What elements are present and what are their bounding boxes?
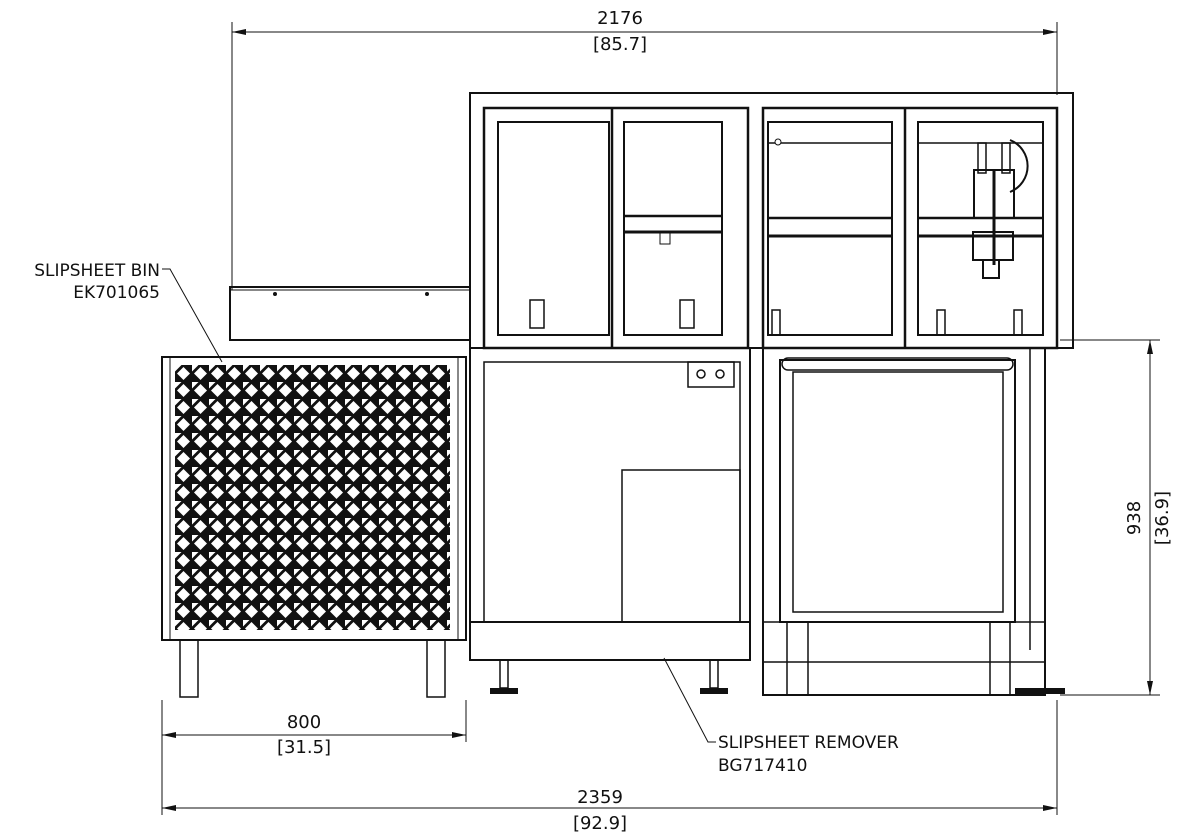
dim-2176-in: [85.7] xyxy=(593,34,647,55)
dimension-2359: 2359 [92.9] xyxy=(162,700,1058,834)
dim-2359-mm: 2359 xyxy=(577,787,623,808)
slipsheet-chute xyxy=(229,286,471,341)
callout-slipsheet-bin: SLIPSHEET BIN EK701065 xyxy=(34,261,223,363)
dimension-800: 800 [31.5] xyxy=(161,700,467,815)
dimension-938: 938 [36.9] xyxy=(1060,339,1173,696)
dim-938-mm: 938 xyxy=(1124,501,1145,535)
dim-2359-in: [92.9] xyxy=(573,813,627,834)
bin-label: SLIPSHEET BIN xyxy=(34,261,160,281)
dim-2176-mm: 2176 xyxy=(597,8,643,29)
dim-800-in: [31.5] xyxy=(277,737,331,758)
slipsheet-remover-base xyxy=(469,347,751,694)
remover-part-number: BG717410 xyxy=(718,756,807,776)
upper-cabinet xyxy=(469,92,1074,350)
dim-938-in: [36.9] xyxy=(1152,491,1173,545)
dim-800-mm: 800 xyxy=(287,712,321,733)
callout-slipsheet-remover: SLIPSHEET REMOVER BG717410 xyxy=(663,657,899,776)
remover-label: SLIPSHEET REMOVER xyxy=(718,733,899,753)
lower-right-module xyxy=(762,347,1065,696)
dimension-2176: 2176 [85.7] xyxy=(231,8,1058,290)
slipsheet-bin xyxy=(161,356,467,698)
bin-part-number: EK701065 xyxy=(73,283,160,303)
